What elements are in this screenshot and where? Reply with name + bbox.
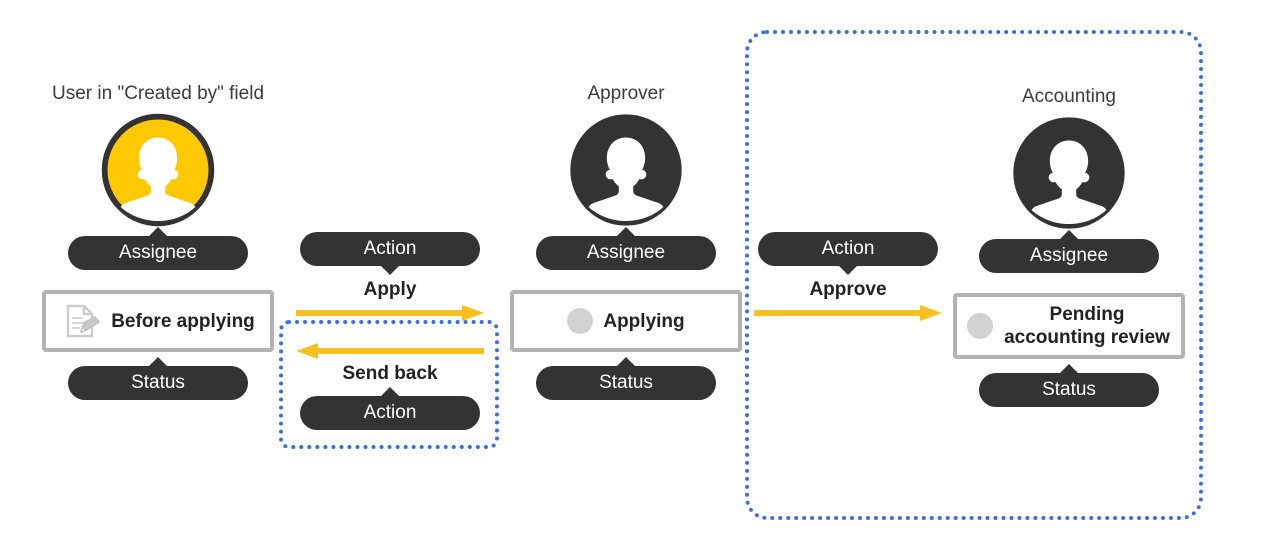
assignee-pill: Assignee: [68, 227, 248, 270]
pill-tail-icon: [1059, 230, 1079, 240]
pill-tail-icon: [380, 387, 400, 397]
lane-created-by: User in "Created by" field Assignee Befo…: [33, 82, 283, 400]
assignee-pill: Assignee: [979, 230, 1159, 273]
transition-send-back: Send back Action: [290, 340, 490, 430]
arrow-send-back: [290, 340, 490, 362]
pill-tail-icon: [838, 265, 858, 275]
status-pill-label: Status: [131, 372, 185, 393]
role-title: Approver: [587, 83, 665, 104]
role-title: User in "Created by" field: [51, 83, 265, 104]
action-pill: Action: [300, 232, 480, 275]
arrow-right-icon: [296, 305, 484, 321]
user-avatar-icon: [101, 113, 215, 227]
status-box-before-applying: Before applying: [42, 290, 274, 352]
action-pill-label: Action: [821, 238, 875, 259]
assignee-pill-label: Assignee: [118, 242, 198, 263]
pill-tail-icon: [616, 357, 636, 367]
status-pill-label: Status: [599, 372, 653, 393]
status-dot-icon: [567, 308, 594, 334]
action-pill-label: Action: [363, 238, 417, 259]
arrow-approve: [748, 302, 948, 324]
lane-accounting: Accounting Assignee Pending accounting r…: [944, 85, 1194, 407]
status-pill: Status: [979, 364, 1159, 407]
avatar: [501, 112, 751, 228]
approval-stage-group-outline: [745, 30, 1203, 520]
status-pill: Status: [536, 357, 716, 400]
pill-tail-icon: [148, 227, 168, 237]
send-back-group-outline: [279, 320, 499, 449]
status-dot-icon: [967, 313, 993, 339]
status-label: Pending accounting review: [1004, 304, 1170, 348]
action-pill: Action: [300, 387, 480, 430]
transition-label: Send back: [342, 363, 438, 384]
user-avatar-icon: [570, 114, 682, 226]
status-box-pending-accounting-review: Pending accounting review: [953, 293, 1185, 359]
action-pill: Action: [758, 232, 938, 275]
assignee-pill-label: Assignee: [586, 242, 666, 263]
transition-label: Apply: [363, 279, 417, 300]
status-label: Applying: [603, 310, 685, 332]
action-pill-label: Action: [363, 402, 417, 423]
avatar: [944, 115, 1194, 231]
role-title: Accounting: [1021, 86, 1116, 107]
pill-tail-icon: [380, 265, 400, 275]
avatar: [33, 112, 283, 228]
arrow-left-icon: [296, 343, 484, 359]
assignee-pill-label: Assignee: [1029, 245, 1109, 266]
pill-tail-icon: [616, 227, 636, 237]
status-pill-label: Status: [1042, 379, 1096, 400]
lane-approver: Approver Assignee Applying Status: [501, 82, 751, 400]
arrow-apply: [290, 302, 490, 324]
assignee-pill: Assignee: [536, 227, 716, 270]
pill-tail-icon: [1059, 364, 1079, 374]
user-avatar-icon: [1013, 117, 1125, 229]
transition-apply: Action Apply: [290, 232, 490, 324]
status-pill: Status: [68, 357, 248, 400]
pill-tail-icon: [148, 357, 168, 367]
document-edit-icon: [67, 304, 101, 338]
arrow-right-icon: [754, 305, 942, 321]
status-box-applying: Applying: [510, 290, 742, 352]
transition-approve: Action Approve: [748, 232, 948, 324]
transition-label: Approve: [809, 279, 887, 300]
status-label: Before applying: [111, 310, 255, 332]
